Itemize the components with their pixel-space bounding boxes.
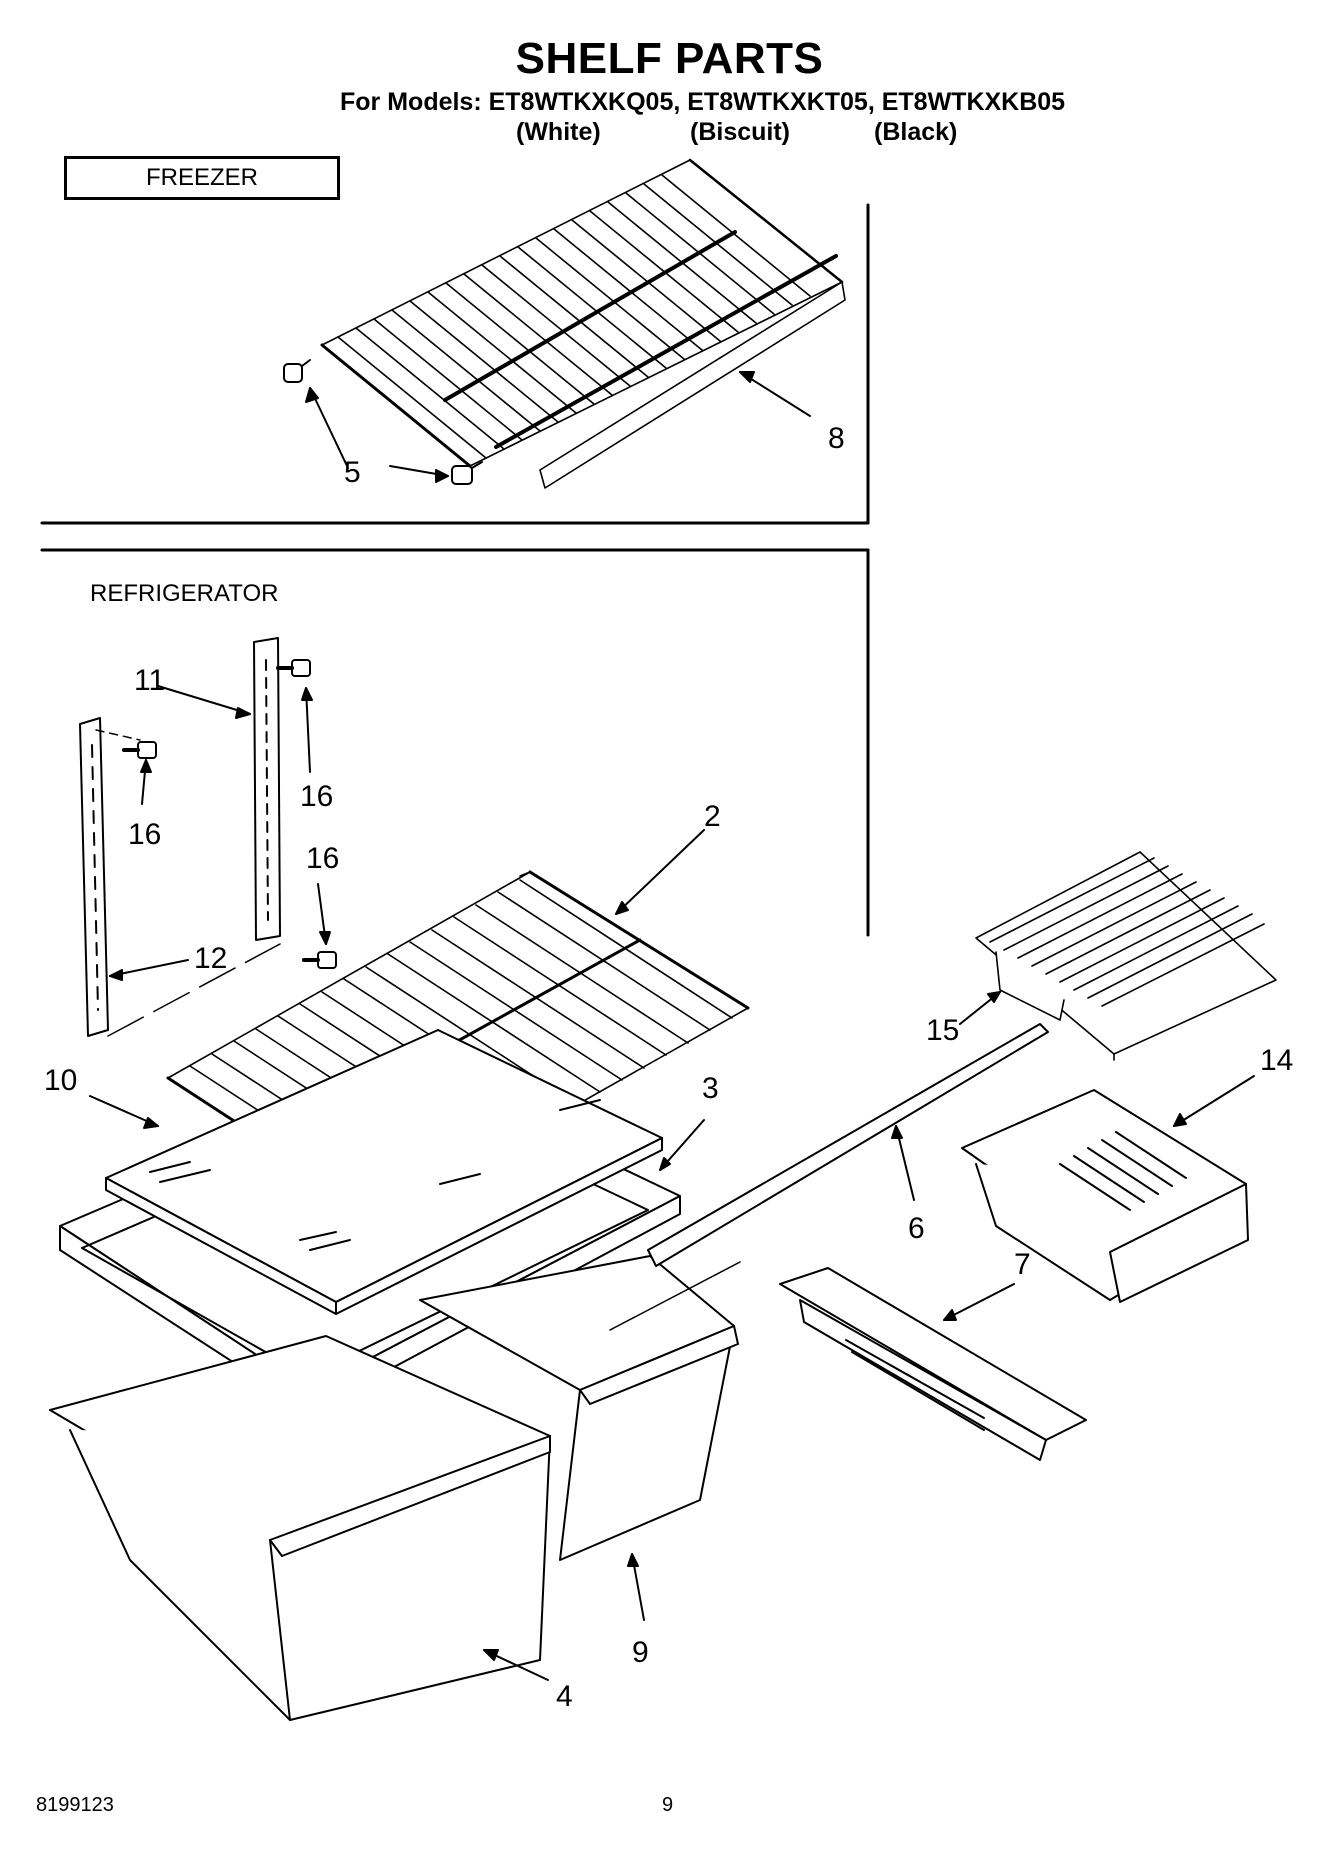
callout-11: 11 (134, 664, 166, 697)
color-black: (Black) (874, 118, 958, 146)
callout-8: 8 (828, 422, 845, 455)
callout-15: 15 (926, 1014, 960, 1047)
deli-drawer (961, 1089, 1249, 1303)
callout-3: 3 (702, 1072, 719, 1105)
callout-14: 14 (1260, 1044, 1294, 1077)
freezer-wire-shelf (320, 158, 846, 489)
callout-6: 6 (908, 1212, 925, 1245)
screw-bottom (302, 951, 337, 969)
shelf-ladder-left (79, 717, 109, 1037)
models-line: For Models: ET8WTKXKQ05, ET8WTKXKT05, ET… (340, 88, 1066, 116)
callout-16-top: 16 (300, 780, 334, 813)
crisper-drawer-left (49, 1335, 551, 1721)
page-title: SHELF PARTS (515, 34, 824, 83)
refrigerator-section-border (40, 548, 870, 937)
callout-arrows (89, 371, 1255, 1681)
doc-number: 8199123 (36, 1794, 114, 1816)
callout-16-left: 16 (128, 818, 162, 851)
freezer-section-label: FREEZER (64, 156, 340, 200)
shelf-pin-right (451, 461, 483, 485)
deli-support (779, 1267, 1087, 1461)
callout-9: 9 (632, 1636, 649, 1669)
callout-7: 7 (1014, 1248, 1031, 1281)
callout-16-bottom: 16 (306, 842, 340, 875)
freezer-section-border (40, 203, 870, 525)
screw-left (122, 741, 157, 759)
refrigerator-section-label: REFRIGERATOR (90, 580, 279, 607)
color-white: (White) (516, 118, 601, 146)
crisper-drawer-right (419, 1255, 739, 1561)
color-biscuit: (Biscuit) (690, 118, 790, 146)
callout-4: 4 (556, 1680, 573, 1713)
glass-crisper-cover (105, 1029, 663, 1315)
page-number: 9 (662, 1794, 674, 1816)
callout-10: 10 (44, 1064, 78, 1097)
shelf-pin-left (283, 359, 311, 383)
deli-rail (647, 1023, 1049, 1267)
callout-5: 5 (344, 456, 361, 489)
callout-12: 12 (194, 942, 228, 975)
shelf-ladder-right (253, 637, 281, 941)
deli-tray-cover (975, 851, 1277, 1061)
callout-2: 2 (704, 800, 721, 833)
screw-top (276, 659, 311, 677)
ladder-guide-lines (95, 729, 281, 1037)
